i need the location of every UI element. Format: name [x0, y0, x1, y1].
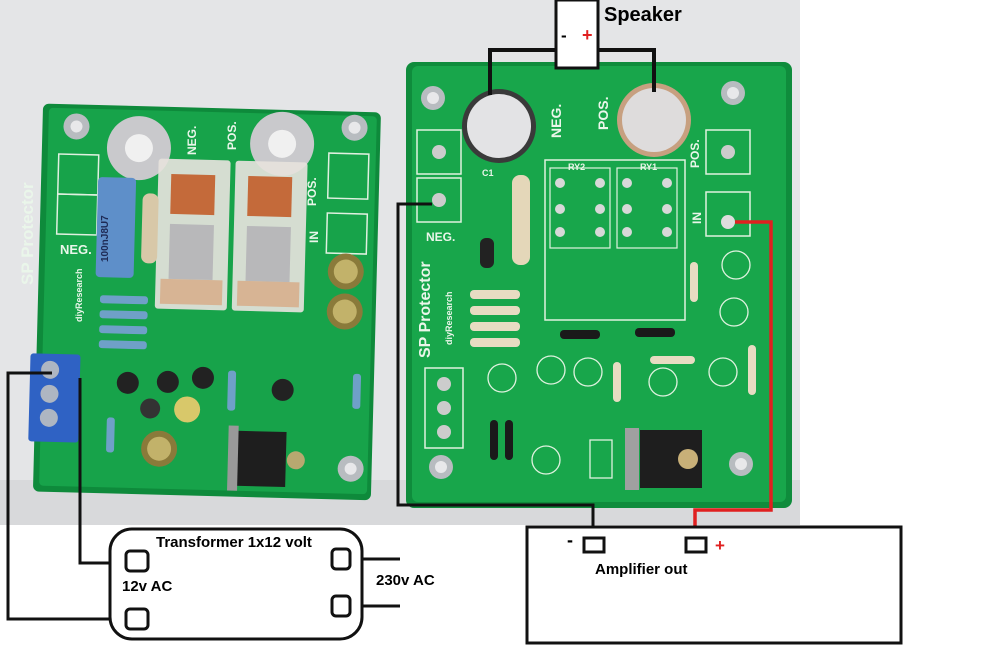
film-capacitor — [95, 177, 137, 278]
relay-pads — [555, 178, 672, 237]
speaker-pos-wire — [598, 48, 656, 92]
speaker-neg-wire — [488, 48, 556, 95]
screw-terminal-block — [28, 353, 81, 443]
left-pcb-board — [28, 103, 381, 501]
transformer-pin — [330, 547, 352, 571]
transistor-pads — [487, 250, 751, 475]
resistor-array — [98, 295, 362, 453]
electrolytic-capacitor — [140, 253, 364, 467]
transformer-pin — [330, 594, 352, 618]
transformer-box — [108, 527, 364, 641]
relay — [154, 158, 231, 311]
voltage-regulator — [235, 430, 287, 488]
speaker-box — [554, 0, 600, 70]
relay — [231, 160, 308, 313]
transformer-pin — [124, 607, 150, 631]
transformer-pin — [124, 549, 150, 573]
ac-wire-1 — [6, 371, 130, 621]
neg-wire-to-amp — [396, 202, 595, 540]
in-wire-to-amp — [693, 220, 773, 540]
diode — [490, 328, 675, 460]
mount-hole — [421, 81, 753, 479]
mount-hole — [63, 113, 368, 482]
power-resistor — [512, 175, 530, 265]
resistor-array — [470, 262, 756, 402]
amp-plus-terminal — [684, 536, 708, 554]
right-pcb-board — [406, 62, 792, 508]
transistor — [116, 366, 294, 401]
amp-minus-terminal — [582, 536, 606, 554]
